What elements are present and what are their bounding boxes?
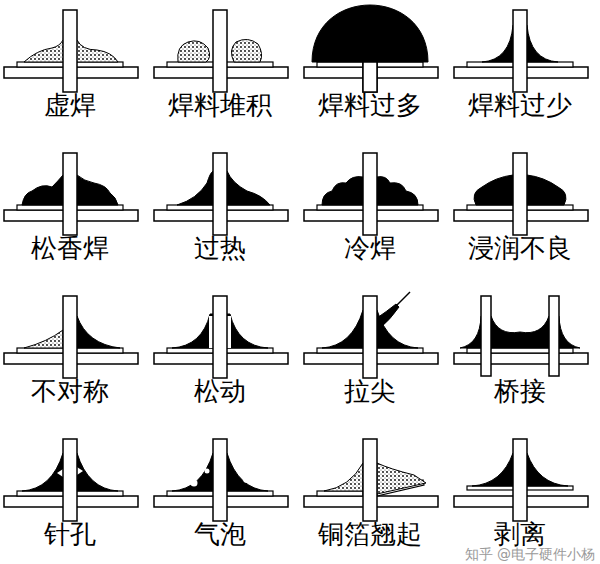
solder	[377, 304, 399, 328]
solder-joint	[154, 296, 288, 378]
defect-label: 拉尖	[344, 376, 396, 406]
component-lead	[63, 10, 77, 92]
solder-joint	[454, 10, 588, 92]
solder-joint	[4, 439, 138, 521]
component-lead	[513, 439, 527, 521]
solder	[312, 5, 428, 62]
solder-joint	[304, 153, 438, 235]
defect-label: 铜箔翘起	[318, 519, 422, 549]
defect-label: 焊料过多	[318, 90, 422, 120]
pcb-board	[454, 353, 588, 364]
component-lead	[63, 439, 77, 521]
defect-label: 焊料过少	[468, 90, 572, 120]
solder	[324, 463, 363, 491]
component-lead	[549, 296, 559, 376]
component-lead	[363, 62, 377, 92]
solder-spike	[397, 292, 410, 305]
bubble	[205, 469, 210, 474]
component-lead	[63, 153, 77, 235]
component-lead	[213, 439, 227, 521]
solder-joint	[4, 10, 138, 92]
solder-joint	[304, 439, 438, 521]
component-lead	[513, 153, 527, 235]
solder-joint	[4, 296, 138, 378]
defect-label: 不对称	[31, 376, 109, 406]
solder-joint	[454, 296, 588, 376]
defect-label: 剥离	[494, 519, 546, 549]
defect-label: 虚焊	[44, 90, 96, 120]
defect-label: 过热	[194, 233, 246, 263]
solder	[178, 41, 210, 62]
solder	[77, 316, 120, 348]
defect-label: 焊料堆积	[168, 90, 272, 120]
solder	[460, 316, 580, 348]
solder	[77, 467, 83, 475]
solder-joint	[154, 10, 288, 92]
solder-joint	[304, 292, 438, 378]
defect-label: 气泡	[194, 519, 246, 549]
defect-label: 针孔	[44, 519, 96, 549]
solder	[377, 463, 426, 494]
bubble	[191, 480, 198, 487]
solder-joint	[454, 439, 588, 521]
copper-foil	[317, 491, 363, 496]
component-lead	[363, 153, 377, 235]
component-lead	[481, 296, 491, 376]
solder	[231, 39, 261, 62]
defect-label: 冷焊	[344, 233, 396, 263]
component-lead	[363, 439, 377, 521]
component-lead	[213, 296, 227, 378]
defect-label: 桥接	[494, 376, 546, 406]
solder	[57, 469, 63, 477]
bubble	[243, 475, 251, 483]
solder-joint	[454, 153, 588, 235]
defect-label: 松动	[194, 376, 246, 406]
solder-joint	[154, 439, 288, 521]
solder-joint	[4, 153, 138, 235]
solder-joint	[154, 153, 288, 235]
component-lead	[63, 296, 77, 378]
component-lead	[213, 10, 227, 92]
component-lead	[513, 10, 527, 92]
defect-label: 松香焊	[31, 233, 109, 263]
solder-joint	[304, 5, 438, 92]
defect-label: 浸润不良	[468, 233, 572, 263]
solder	[24, 330, 63, 348]
component-lead	[363, 296, 377, 378]
watermark: 知乎 @电子硬件小杨	[465, 546, 595, 562]
component-lead	[213, 153, 227, 235]
